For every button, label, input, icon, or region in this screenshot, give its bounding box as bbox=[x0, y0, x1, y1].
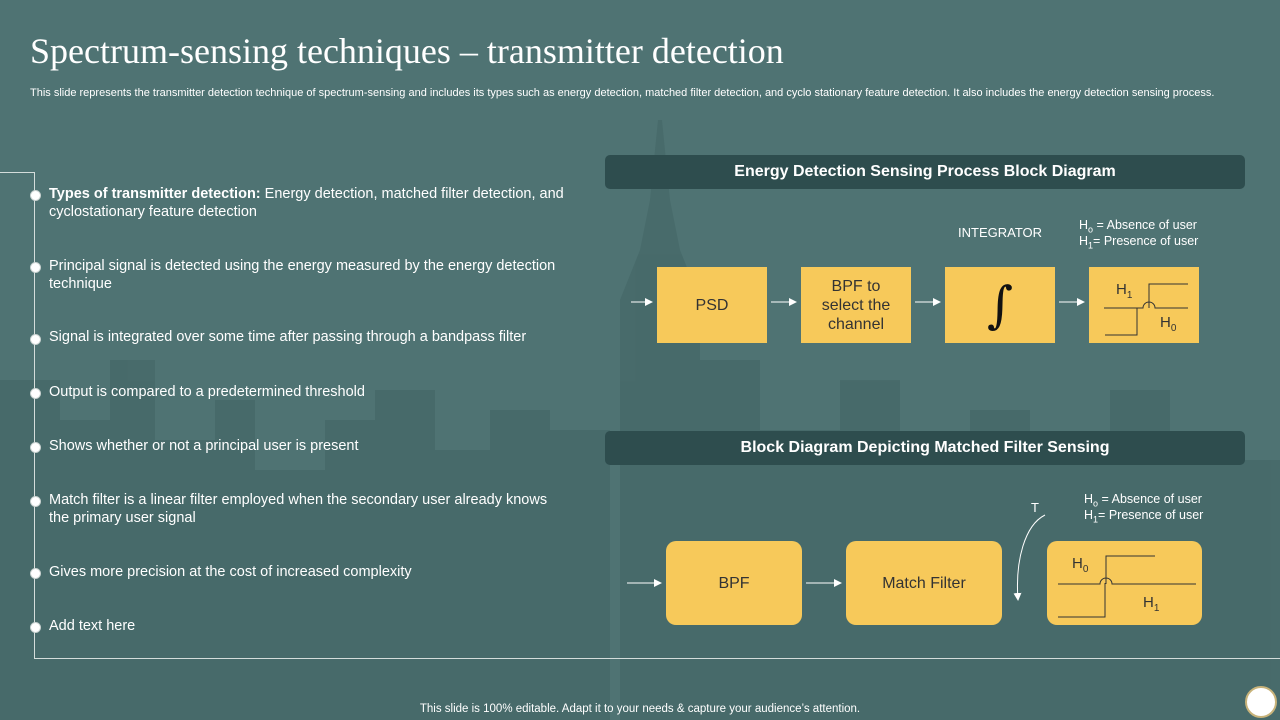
matched-threshold-step bbox=[1058, 555, 1196, 618]
bpf-block: BPF bbox=[666, 541, 802, 625]
h-symbol: H bbox=[1160, 314, 1171, 331]
threshold-h0-label: H0 bbox=[1160, 314, 1176, 334]
bullet-body: Energy detection, matched filter detecti… bbox=[49, 186, 564, 220]
h1-text: = Presence of user bbox=[1093, 234, 1199, 248]
bullet-dot bbox=[30, 190, 41, 201]
bullet-dot bbox=[30, 622, 41, 633]
matched-diagram-header: Block Diagram Depicting Matched Filter S… bbox=[605, 431, 1245, 465]
bullet-dot bbox=[30, 496, 41, 507]
bpf-channel-block: BPF to select the channel bbox=[801, 267, 911, 343]
bullet-text: Match filter is a linear filter employed… bbox=[49, 492, 548, 526]
slide-title: Spectrum-sensing techniques – transmitte… bbox=[30, 31, 784, 71]
h-subscript: 1 bbox=[1153, 603, 1160, 614]
matched-h1-note: H1= Presence of user bbox=[1084, 507, 1203, 528]
h0-text: = Absence of user bbox=[1098, 492, 1202, 506]
h-symbol: H bbox=[1116, 281, 1127, 298]
h-subscript: 0 bbox=[1082, 564, 1089, 575]
bullet-dot bbox=[30, 442, 41, 453]
bullet-dot bbox=[30, 334, 41, 345]
matched-h0-note: Ho = Absence of user bbox=[1084, 491, 1202, 512]
energy-h0-note: Ho = Absence of user bbox=[1079, 217, 1197, 238]
h-symbol: H bbox=[1143, 594, 1154, 611]
corner-circle-icon bbox=[1245, 686, 1277, 718]
h0-subscript: o bbox=[1093, 498, 1099, 509]
h0-subscript: o bbox=[1088, 224, 1094, 235]
h0-text: = Absence of user bbox=[1093, 218, 1197, 232]
energy-h1-note: H1= Presence of user bbox=[1079, 233, 1198, 254]
h1-subscript: 1 bbox=[1088, 240, 1094, 251]
match-filter-block: Match Filter bbox=[846, 541, 1002, 625]
integrator-label: INTEGRATOR bbox=[958, 225, 1043, 240]
h1-symbol: H bbox=[1079, 234, 1089, 248]
h1-symbol: H bbox=[1084, 508, 1094, 522]
h1-text: = Presence of user bbox=[1098, 508, 1204, 522]
bullet-dot bbox=[30, 388, 41, 399]
threshold-h1-label: H1 bbox=[1116, 281, 1132, 301]
bullet-text: Types of transmitter detection: Energy d… bbox=[49, 185, 569, 221]
h1-subscript: 1 bbox=[1093, 514, 1099, 525]
frame-top-tick bbox=[0, 172, 35, 173]
bullet-text: Add text here bbox=[49, 618, 136, 634]
slide-footer: This slide is 100% editable. Adapt it to… bbox=[419, 703, 861, 715]
decision-h0-label: H0 bbox=[1072, 555, 1088, 575]
slide-subtitle: This slide represents the transmitter de… bbox=[30, 87, 1215, 99]
bullet-text: Gives more precision at the cost of incr… bbox=[49, 564, 412, 580]
energy-diagram-header: Energy Detection Sensing Process Block D… bbox=[605, 155, 1245, 189]
bullet-dot bbox=[30, 568, 41, 579]
h0-symbol: H bbox=[1084, 492, 1094, 506]
h0-symbol: H bbox=[1079, 218, 1089, 232]
frame-bottom-line bbox=[34, 658, 1280, 659]
bullet-text: Principal signal is detected using the e… bbox=[49, 258, 556, 292]
h-subscript: 1 bbox=[1126, 290, 1133, 301]
arrow-curve-to-decision bbox=[1013, 514, 1046, 601]
h-symbol: H bbox=[1072, 555, 1083, 572]
bullet-dot bbox=[30, 262, 41, 273]
bullet-text: Output is compared to a predetermined th… bbox=[49, 384, 365, 400]
t-label: T bbox=[1031, 500, 1039, 515]
bullet-bold: Types of transmitter detection: bbox=[49, 186, 261, 202]
frame-left-line bbox=[34, 172, 35, 659]
bullet-text: Signal is integrated over some time afte… bbox=[49, 329, 527, 345]
decision-block bbox=[1047, 541, 1202, 625]
h-subscript: 0 bbox=[1170, 323, 1177, 334]
energy-threshold-step bbox=[1104, 283, 1188, 336]
integral-symbol: ∫ bbox=[986, 276, 1014, 334]
bullet-text: Shows whether or not a principal user is… bbox=[49, 438, 359, 454]
integrator-block: ∫ bbox=[945, 267, 1055, 343]
decision-h1-label: H1 bbox=[1143, 594, 1159, 614]
psd-block: PSD bbox=[657, 267, 767, 343]
